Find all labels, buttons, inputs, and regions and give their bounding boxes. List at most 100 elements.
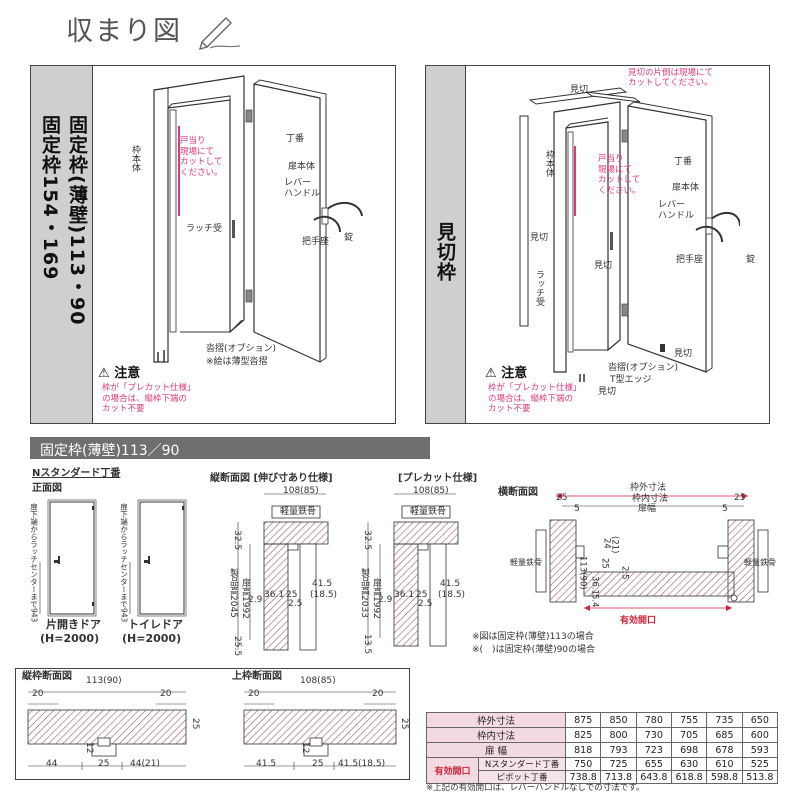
jamb-d20-right: 20 <box>160 689 172 699</box>
label-lever-handle: レバー ハンドル <box>284 178 321 199</box>
label-trim-bottom: 見切 <box>598 387 617 397</box>
side-label-trim-frame: 見切枠 <box>434 222 456 282</box>
latch-height-label-1: 扉下端からラッチセンターまで943 <box>29 503 39 623</box>
door2-label: トイレドア <box>128 618 183 631</box>
table-cell: 655 <box>635 757 672 771</box>
table-cell: 698 <box>670 742 708 758</box>
vsection-b-d135: 13.5 <box>362 634 372 655</box>
row-label: Nスタンダード丁番 <box>477 757 567 771</box>
head-section-heading: 上枠断面図 <box>232 671 282 682</box>
vsection-a-d361: 36.1 <box>264 590 285 600</box>
caution-title-text: 注意 <box>114 366 141 381</box>
vsection-b-d325: 32.5 <box>362 530 372 551</box>
vsection-b-heading: [プレカット仕様] <box>398 473 478 484</box>
table-cell: 730 <box>635 727 672 743</box>
label-frame-body: 枠本体 <box>544 150 554 177</box>
vsection-b-product-height: 製品高2033 <box>359 568 369 618</box>
effective-label: 有効開口 <box>426 757 479 784</box>
hsection-d21: (21) <box>609 536 620 554</box>
door-illustration-fixed <box>153 75 363 363</box>
row-label: 枠内寸法 <box>425 727 567 743</box>
hsection-d5-right: 5 <box>722 504 728 514</box>
table-cell: 725 <box>600 757 637 771</box>
row-label: ピボット丁番 <box>477 770 567 784</box>
vsection-b-d29: 2.9 <box>378 595 393 605</box>
front-view-drawing <box>39 499 187 617</box>
label-door-body: 扉本体 <box>288 162 316 172</box>
hsection-d25: 25 <box>599 558 610 569</box>
hsection-d54: 5.4 <box>589 594 600 608</box>
head-b25: 25 <box>312 759 324 769</box>
table-cell: 630 <box>670 757 708 771</box>
vsection-b-stud: 軽量鉄骨 <box>410 507 447 517</box>
note-trim-cut: 見切の片側は現場にて カットしてください。 <box>628 68 714 89</box>
table-cell: 513.8 <box>741 770 779 784</box>
label-latch-receiver: ラッチ受 <box>186 224 223 234</box>
jamb-section-heading: 縦枠断面図 <box>22 671 72 682</box>
section-heading-bar: 固定枠(薄壁)113／90 <box>30 437 430 459</box>
table-cell: 593 <box>741 742 779 758</box>
vsection-b-d25a: 25 <box>416 590 428 600</box>
vsection-a-top-width: 108(85) <box>283 486 319 496</box>
hsection-d24: 24 <box>601 538 612 549</box>
table-cell: 643.8 <box>635 770 672 784</box>
side-label-thin-wall: 固定枠(薄壁)113・90 <box>66 115 88 326</box>
caution-title: ⚠ 注意 <box>98 366 141 381</box>
vsection-a-drawing <box>237 493 329 651</box>
hsection-leaf: 扉幅 <box>638 504 657 514</box>
head-d25: 25 <box>399 718 409 730</box>
label-frame-body: 枠本体 <box>130 145 140 172</box>
caution-title-text: 注意 <box>501 366 528 381</box>
table-cell: 750 <box>565 757 602 771</box>
vsection-a-product-height: 製品高2045 <box>228 568 238 618</box>
vsection-a-stud: 軽量鉄骨 <box>280 507 317 517</box>
table-cell: 618.8 <box>670 770 708 784</box>
table-cell: 598.8 <box>706 770 743 784</box>
jamb-top: 113(90) <box>86 676 122 686</box>
door1-label: 片開きドア <box>46 618 101 631</box>
vsection-a-d325: 32.5 <box>232 530 242 551</box>
table-row: ピボット丁番 738.8 713.8 643.8 618.8 598.8 513… <box>427 770 779 784</box>
note-door-stop: 戸当り 現場にて カットして ください。 <box>598 154 641 196</box>
table-cell: 850 <box>600 712 637 728</box>
jamb-d20-left: 20 <box>32 689 44 699</box>
label-hinge: 丁番 <box>286 134 305 144</box>
table-cell: 713.8 <box>600 770 637 784</box>
hsection-heading: 横断面図 <box>498 487 538 498</box>
row-label: 扉 幅 <box>425 742 567 758</box>
footnote: ※上記の有効開口は、レバーハンドルなしでの寸法です。 <box>426 783 645 793</box>
vsection-a-d25b: 2.5 <box>288 599 303 609</box>
hsection-d361: 36.1 <box>589 576 600 595</box>
jamb-d25: 25 <box>190 718 200 730</box>
table-cell: 705 <box>670 727 708 743</box>
hsection-effective: 有効開口 <box>620 616 657 626</box>
hsection-d5-left: 5 <box>574 504 580 514</box>
head-section-drawing <box>243 691 397 770</box>
vsection-a-d255: 25.5 <box>232 636 242 657</box>
head-b415: 41.5 <box>256 759 277 769</box>
table-cell: 793 <box>600 742 637 758</box>
hsection-outer: 枠外寸法 <box>630 483 667 493</box>
hsection-note1: ※図は固定枠(薄壁)113の場合 <box>472 632 594 642</box>
front-view-heading: Nスタンダード丁番 <box>32 468 121 479</box>
label-lock: 錠 <box>746 255 756 265</box>
label-trim-left: 見切 <box>530 233 549 243</box>
table-cell: 610 <box>706 757 743 771</box>
label-lock: 錠 <box>344 233 354 243</box>
table-cell: 735 <box>706 712 743 728</box>
head-d20-right: 20 <box>372 689 384 699</box>
panel-sidebar <box>426 66 466 423</box>
vsection-a-sub: [伸び寸あり仕様] <box>253 473 333 484</box>
label-threshold: 沓摺(オプション) <box>608 363 679 373</box>
panel-fixed-frame <box>30 65 396 424</box>
jamb-section-drawing <box>27 691 187 770</box>
door1-height: (H=2000) <box>40 632 100 645</box>
table-row: 枠内寸法 825 800 730 705 685 600 <box>425 727 779 743</box>
label-lever-handle: レバー ハンドル <box>658 200 695 221</box>
jamb-b25: 25 <box>98 759 110 769</box>
table-cell: 825 <box>565 727 602 743</box>
table-cell: 685 <box>706 727 743 743</box>
vsection-b-drawing <box>367 493 459 647</box>
table-cell: 525 <box>741 757 779 771</box>
door-illustration-trim <box>519 87 740 382</box>
